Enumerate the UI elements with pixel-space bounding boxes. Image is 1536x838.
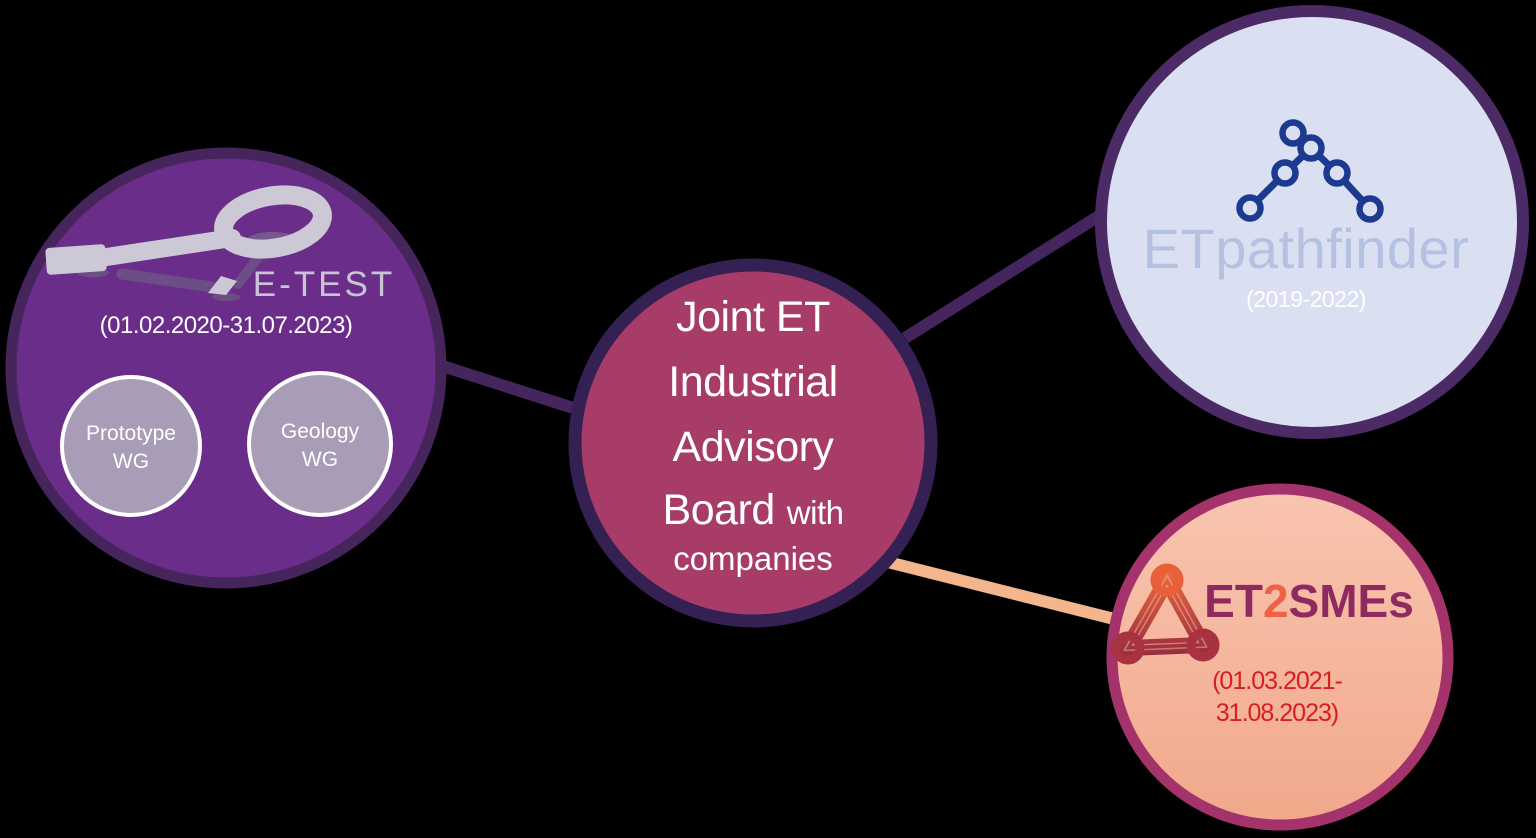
etest-art-main-arm <box>91 229 241 267</box>
et2smes-logo-icon <box>1111 563 1220 665</box>
et2smes-node: ET2SMEs (01.03.2021- 31.08.2023) <box>1106 483 1454 831</box>
etpathfinder-dates: (2019-2022) <box>1246 286 1366 312</box>
et2smes-dates-line2: 31.08.2023) <box>1216 699 1338 727</box>
etest-node: E-TEST (01.02.2020-31.07.2023) Prototype… <box>5 147 447 589</box>
et2smes-title-et: ET <box>1204 575 1263 627</box>
etpathfinder-logo-node <box>1323 159 1351 187</box>
etest-prototype-wg: Prototype WG <box>60 375 202 517</box>
et2smes-logo-triangle <box>1120 572 1211 656</box>
board-title-line3: Advisory <box>673 423 835 471</box>
geology-wg-circle <box>247 371 393 517</box>
et2smes-title-smes: SMEs <box>1289 575 1414 627</box>
board-title-line1: Joint ET <box>676 293 830 341</box>
etpathfinder-title: ETpathfinder <box>1143 217 1470 280</box>
etest-art-counterweight <box>45 244 107 275</box>
prototype-wg-label-line1: Prototype <box>86 422 176 445</box>
board-title-line2: Industrial <box>668 358 837 406</box>
advisory-board-circle <box>568 258 938 628</box>
prototype-wg-circle <box>60 375 202 517</box>
et2smes-logo-ring-top <box>1150 563 1184 597</box>
et2smes-title: ET2SMEs <box>1204 575 1414 627</box>
geology-wg-label-line2: WG <box>302 448 338 471</box>
connector-board-etpathfinder <box>901 203 1114 344</box>
et2smes-logo-ring-right <box>1186 628 1220 662</box>
etest-title: E-TEST <box>253 265 395 304</box>
etpathfinder-logo-node <box>1297 134 1325 162</box>
connector-etest-board <box>428 356 597 421</box>
prototype-wg-label-line2: WG <box>113 450 149 473</box>
etpathfinder-logo-node <box>1236 194 1264 222</box>
et2smes-title-2: 2 <box>1263 575 1289 627</box>
etpathfinder-node: ETpathfinder (2019-2022) <box>1095 5 1529 439</box>
etpathfinder-logo-node <box>1271 159 1299 187</box>
etpathfinder-circle <box>1095 5 1529 439</box>
connector-board-et2smes <box>878 554 1132 629</box>
board-title-line4: Board with <box>663 486 844 534</box>
board-title-line4-small: with <box>786 494 844 531</box>
et2smes-circle <box>1106 483 1454 831</box>
et2smes-logo-ring-left <box>1111 631 1145 665</box>
et2smes-logo-triangle-texture-outer <box>1123 574 1208 652</box>
etest-geology-wg: Geology WG <box>247 371 393 517</box>
et2smes-dates-line1: (01.03.2021- <box>1212 667 1342 695</box>
etpathfinder-logo-node <box>1279 119 1307 147</box>
geology-wg-label-line1: Geology <box>281 420 360 443</box>
board-title-line4-big: Board <box>663 486 775 534</box>
etest-dates: (01.02.2020-31.07.2023) <box>100 312 353 339</box>
etpathfinder-logo-node <box>1356 195 1384 223</box>
etest-art-lower-beam <box>116 268 218 293</box>
etest-prototype-illustration <box>45 185 332 301</box>
advisory-board-node: Joint ET Industrial Advisory Board with c… <box>568 258 938 628</box>
et2smes-logo-triangle-texture-inner <box>1131 584 1200 646</box>
etpathfinder-logo-icon <box>1236 119 1384 223</box>
board-title-line5: companies <box>673 540 833 577</box>
etest-art-shadow-center <box>212 293 240 301</box>
etest-art-bracket <box>208 276 237 295</box>
